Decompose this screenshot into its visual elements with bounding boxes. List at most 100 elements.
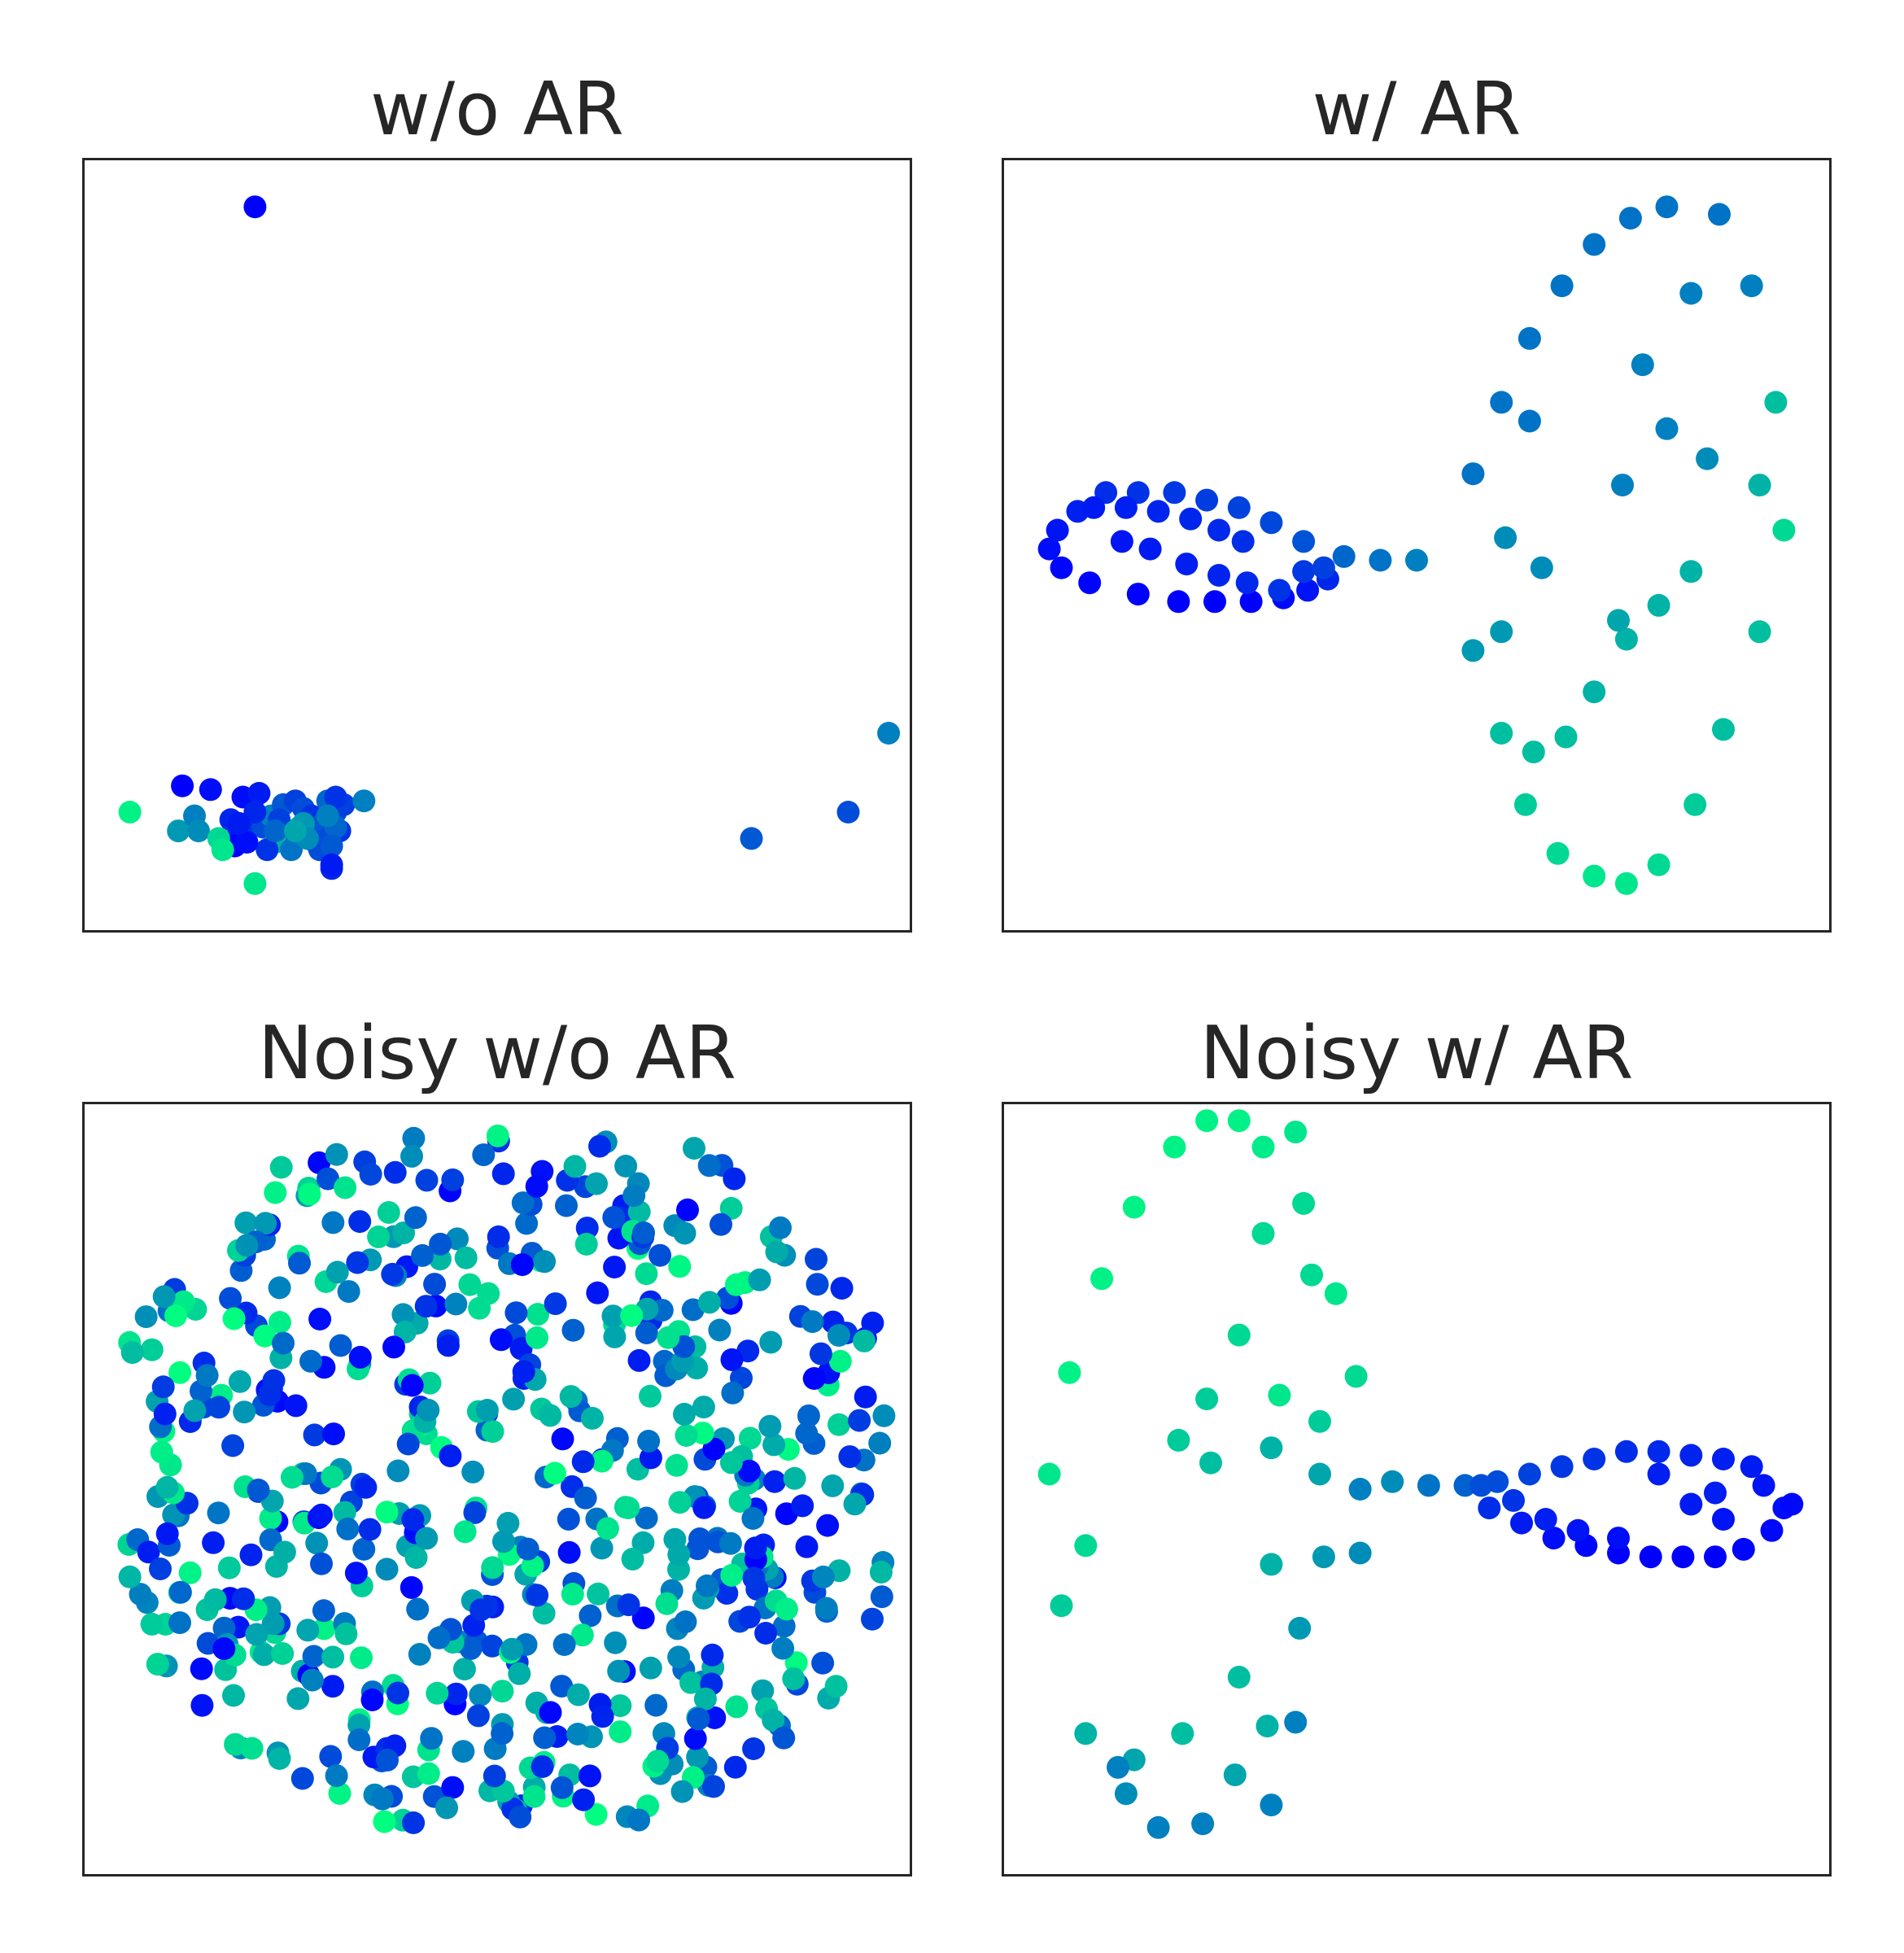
scatter-point (168, 1611, 191, 1635)
scatter-point (423, 1273, 447, 1296)
scatter-point (657, 1326, 680, 1349)
scatter-point (444, 1682, 468, 1706)
scatter-point (376, 1748, 399, 1772)
scatter-point (1260, 511, 1283, 535)
scatter-point (264, 819, 287, 843)
scatter-point (240, 1737, 264, 1760)
scatter-point (1740, 1455, 1763, 1479)
scatter-point (310, 1552, 333, 1575)
scatter-point (171, 774, 194, 797)
scatter-point (1082, 496, 1106, 519)
scatter-point (140, 1338, 164, 1361)
scatter-point (811, 1651, 835, 1675)
scatter-point (1163, 481, 1186, 505)
scatter-point (1583, 680, 1606, 704)
scatter-point (296, 1619, 320, 1642)
scatter-point (1683, 793, 1707, 816)
scatter-point (247, 781, 271, 805)
scatter-point (167, 819, 190, 843)
scatter-point (693, 1687, 717, 1711)
scatter-point (570, 1623, 594, 1647)
scatter-point (426, 1681, 449, 1705)
scatter-point (795, 1535, 819, 1558)
scatter-point (1284, 1121, 1308, 1144)
scatter-point (655, 1592, 679, 1615)
scatter-point (402, 1811, 426, 1834)
scatter-point (268, 1747, 291, 1770)
scatter-point (461, 1460, 485, 1483)
panel-w-ar: w/ AR (1002, 65, 1832, 933)
scatter-point (550, 1776, 574, 1799)
scatter-point (414, 1295, 438, 1318)
scatter-point (1308, 1462, 1331, 1486)
scatter-point (838, 1445, 862, 1469)
scatter-point (222, 1684, 245, 1707)
plot-frame (82, 158, 912, 933)
scatter-point (321, 1675, 344, 1698)
scatter-point (869, 1561, 893, 1584)
scatter-point (683, 1137, 705, 1160)
scatter-point (1191, 1812, 1215, 1836)
scatter-point (1122, 1195, 1146, 1219)
scatter-point (496, 1511, 520, 1535)
scatter-point (436, 1334, 460, 1357)
scatter-point (1344, 1365, 1368, 1388)
scatter-point (1239, 590, 1263, 614)
scatter-point (382, 1335, 405, 1359)
scatter-point (1195, 1387, 1219, 1411)
scatter-point (814, 1597, 838, 1620)
scatter-point (491, 1680, 514, 1703)
scatter-point (272, 1331, 295, 1355)
scatter-point (358, 1518, 382, 1541)
scatter-point (321, 1211, 345, 1234)
scatter-point (1478, 1496, 1501, 1520)
scatter-point (483, 1764, 506, 1788)
scatter-point (491, 1530, 515, 1553)
scatter-point (334, 1176, 357, 1199)
scatter-point (221, 1434, 245, 1457)
scatter-point (877, 722, 901, 745)
scatter-point (765, 1240, 788, 1264)
scatter-point (1171, 1722, 1194, 1745)
scatter-point (588, 1134, 611, 1158)
scatter-point (1235, 571, 1259, 595)
scatter-point (811, 1565, 835, 1588)
scatter-point (1712, 1448, 1735, 1470)
scatter-point (795, 1422, 819, 1445)
scatter-point (701, 1643, 724, 1667)
scatter-point (551, 1427, 574, 1451)
scatter-point (1251, 1221, 1275, 1245)
scatter-point (668, 1255, 692, 1278)
scatter-point (1607, 609, 1630, 632)
scatter-point (254, 1212, 277, 1235)
scatter-point (320, 853, 343, 876)
scatter-point (531, 1755, 554, 1778)
scatter-point (676, 1198, 699, 1221)
scatter-point (1207, 564, 1230, 587)
scatter-point (1534, 1508, 1557, 1531)
scatter-point (702, 1437, 726, 1461)
scatter-point (769, 1216, 792, 1239)
scatter-point (1167, 1428, 1190, 1452)
scatter-point (1461, 639, 1485, 662)
scatter-point (118, 801, 142, 824)
scatter-point (1268, 579, 1291, 602)
scatter-point (1207, 518, 1230, 542)
scatter-point (566, 1723, 590, 1745)
scatter-point (350, 1646, 373, 1670)
scatter-point (475, 1399, 499, 1422)
scatter-point (719, 1196, 743, 1220)
scatter-point (481, 1420, 504, 1444)
scatter-point (1513, 793, 1537, 816)
scatter-point (622, 1184, 646, 1208)
scatter-plot (82, 1102, 912, 1877)
scatter-point (686, 1537, 710, 1561)
scatter-point (1179, 507, 1203, 531)
scatter-point (687, 1707, 710, 1731)
scatter-point (1671, 1545, 1695, 1569)
scatter-point (526, 1303, 549, 1326)
scatter-point (227, 811, 251, 835)
scatter-point (1530, 556, 1553, 579)
scatter-point (321, 1466, 344, 1488)
scatter-point (472, 1143, 496, 1167)
